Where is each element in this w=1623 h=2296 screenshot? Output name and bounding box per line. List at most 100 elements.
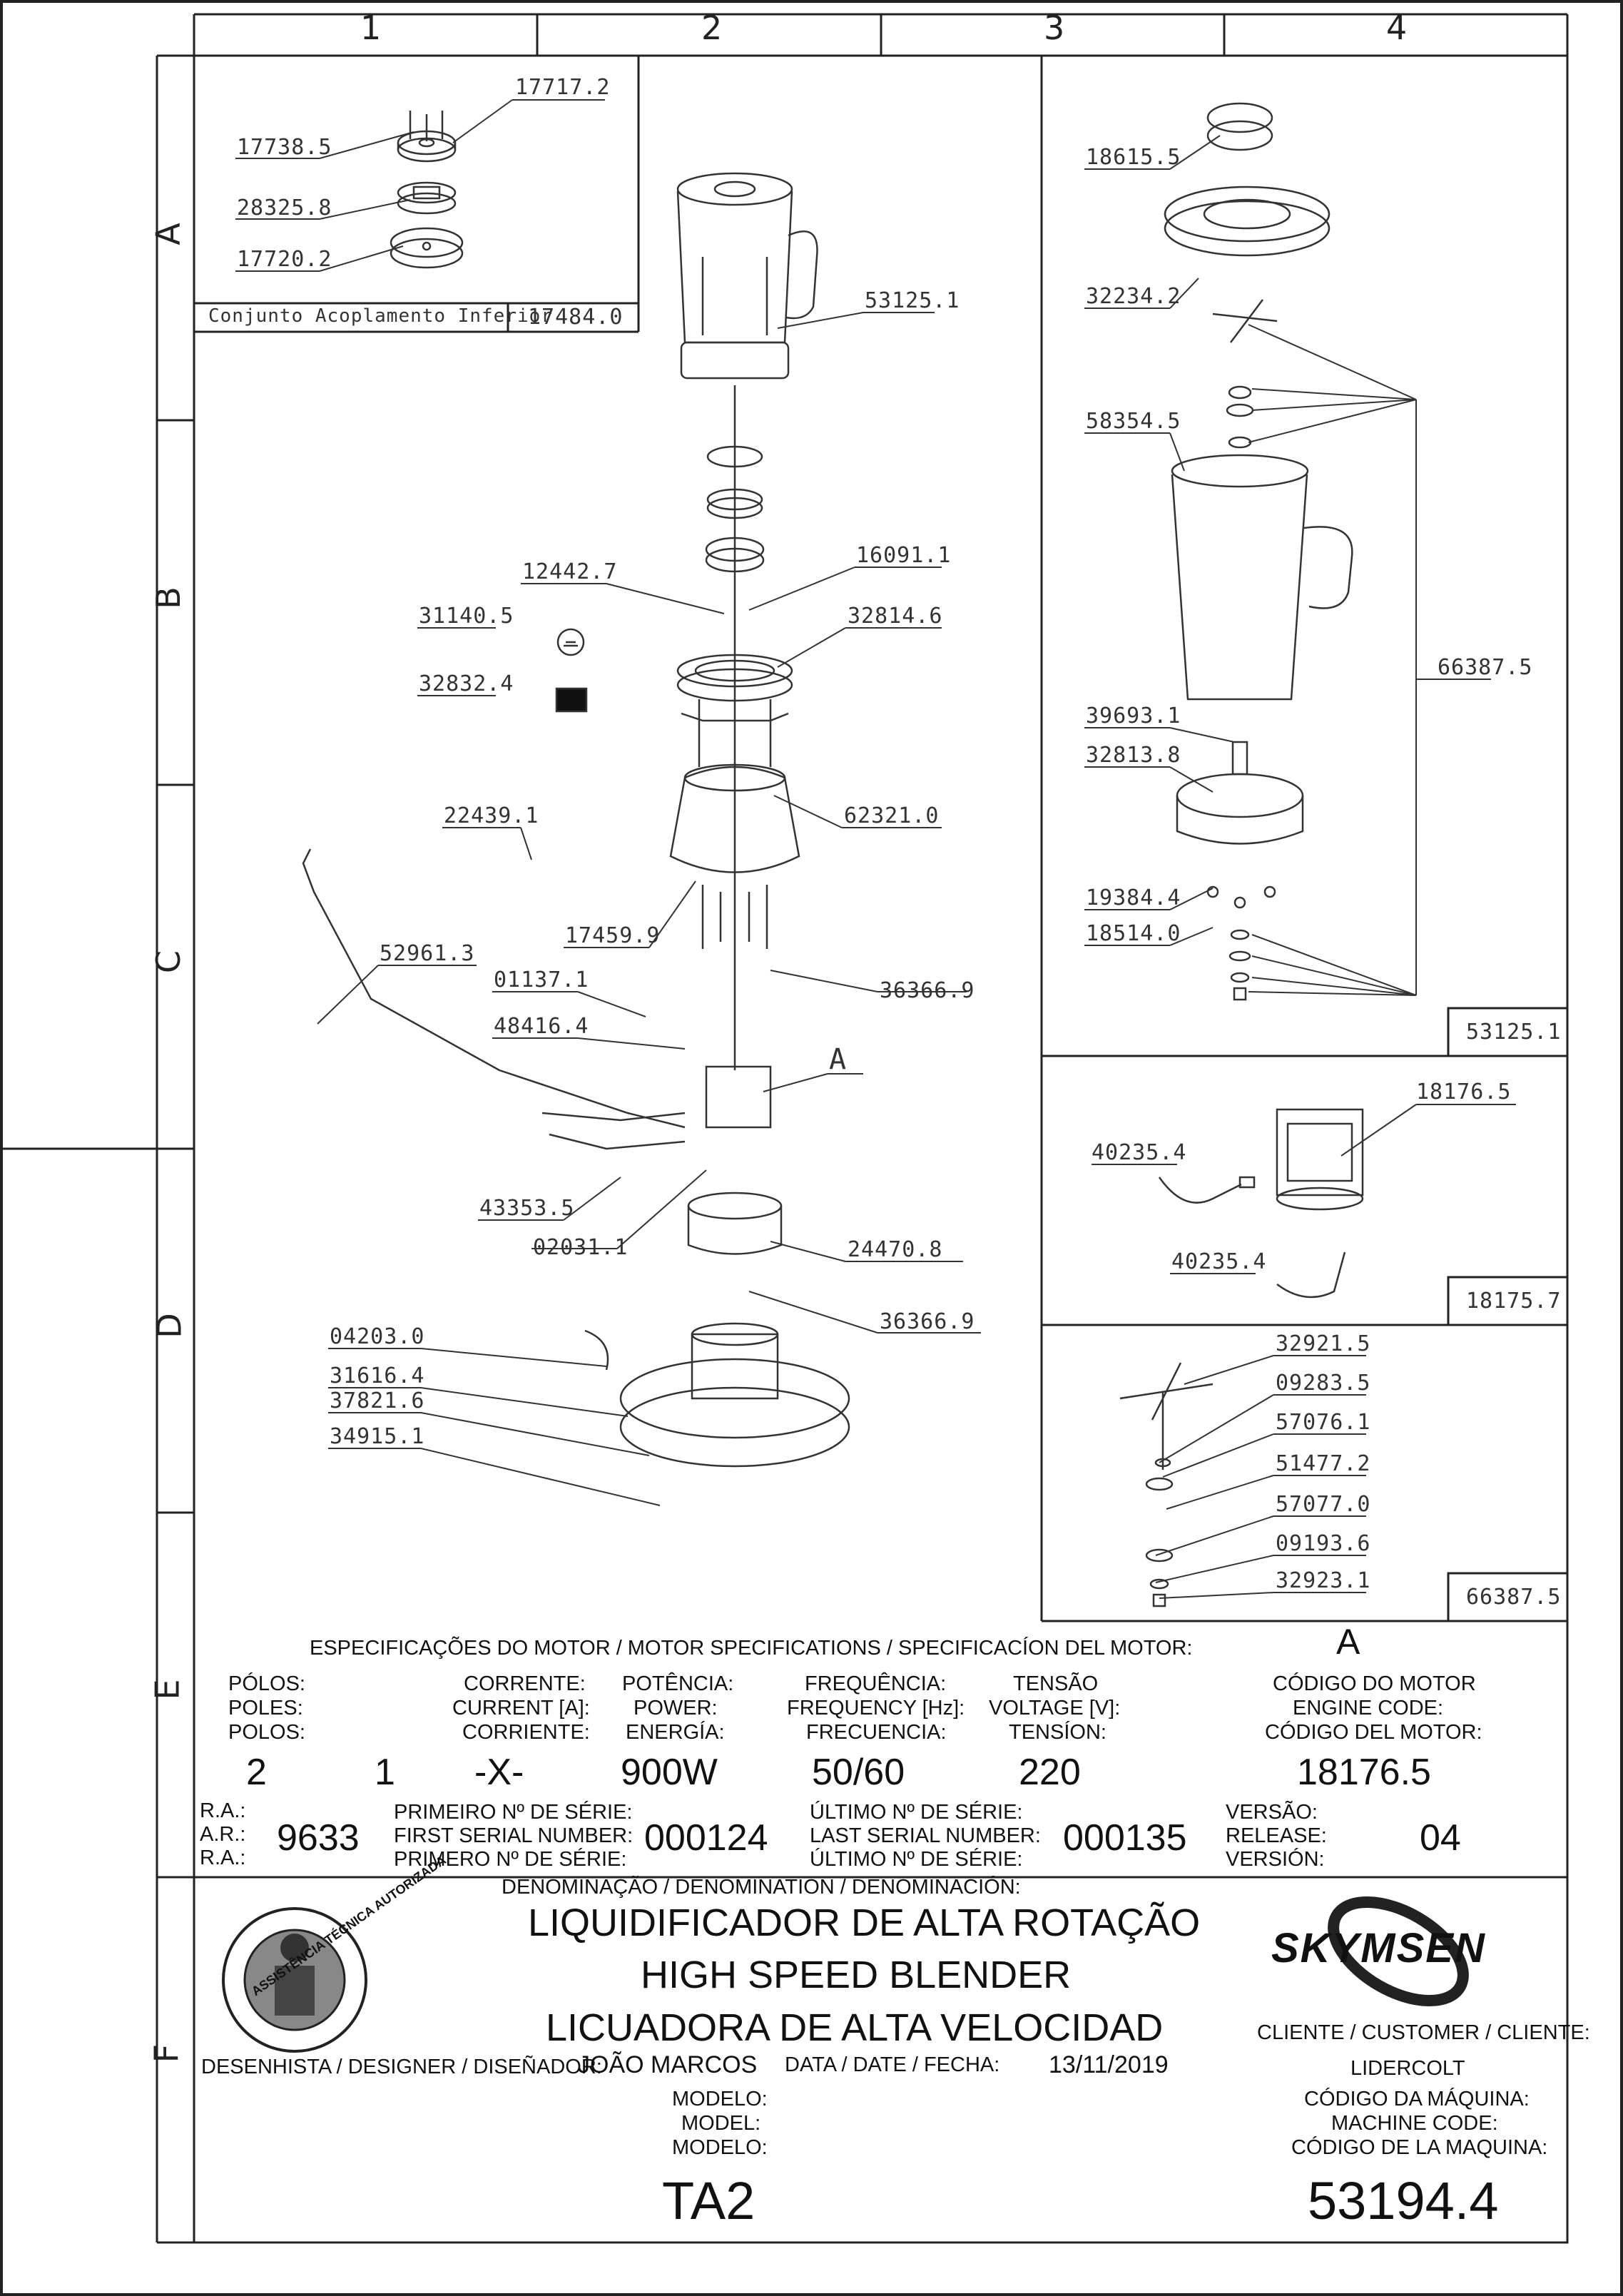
part-48416-4: 48416.4 [494,1014,589,1039]
part-62321-0: 62321.0 [844,803,940,828]
specs-heading: ESPECIFICAÇÕES DO MOTOR / MOTOR SPECIFIC… [310,1637,1193,1660]
engine-code-label-pt: CÓDIGO DO MOTOR [1273,1672,1476,1695]
subassembly-code: 17484.0 [528,305,624,330]
customer-name: LIDERCOLT [1350,2057,1465,2080]
column-label-1: 1 [360,9,382,47]
jar-assembly-code: 53125.1 [1466,1020,1562,1045]
part-17720-2: 17720.2 [237,247,332,272]
frequency-value: 50/60 [812,1752,905,1793]
part-28325-8: 28325.8 [237,195,332,220]
motor-drawing [1158,1108,1364,1299]
part-40235-4-upper: 40235.4 [1092,1140,1187,1165]
part-18514-0: 18514.0 [1086,921,1181,946]
blade-assembly-code: 66387.5 [1466,1585,1562,1610]
last-serial-label-pt: ÚLTIMO Nº DE SÉRIE: [810,1801,1023,1824]
denomination-label: DENOMINAÇÃO / DENOMINATION / DENOMINACIÓ… [502,1876,1021,1899]
last-serial-label-es: ÚLTIMO Nº DE SÉRIE: [810,1848,1023,1871]
part-17738-5: 17738.5 [237,135,332,160]
version-label-es: VERSIÓN: [1226,1848,1325,1871]
ra-label-2: A.R.: [200,1823,246,1846]
part-17459-9: 17459.9 [565,923,661,948]
current-value: -X- [474,1752,524,1793]
denomination-es: LICUADORA DE ALTA VELOCIDAD [546,2006,1164,2049]
last-serial-value: 000135 [1063,1817,1187,1859]
machine-code-label-pt: CÓDIGO DA MÁQUINA: [1304,2088,1530,2110]
part-58354-5: 58354.5 [1086,409,1181,434]
poles-value: 2 [246,1752,267,1793]
part-43353-5: 43353.5 [479,1196,575,1221]
part-40235-4-lower: 40235.4 [1171,1249,1267,1274]
current-label-en: CURRENT [A]: [452,1697,590,1720]
row-label-d: D [150,1313,189,1339]
part-02031-1: 02031.1 [533,1235,629,1260]
ra-value: 9633 [277,1817,360,1859]
specs-detail-letter: A [1336,1622,1360,1662]
date-value: 13/11/2019 [1049,2051,1169,2078]
customer-label: CLIENTE / CUSTOMER / CLIENTE: [1257,2021,1590,2044]
part-32813-8: 32813.8 [1086,743,1181,768]
voltage-label-pt: TENSÃO [1013,1672,1099,1695]
first-serial-label-en: FIRST SERIAL NUMBER: [394,1824,634,1847]
power-label-en: POWER: [634,1697,718,1720]
part-37821-6: 37821.6 [330,1388,425,1413]
first-serial-label-pt: PRIMEIRO Nº DE SÉRIE: [394,1801,633,1824]
row-label-c: C [149,950,188,974]
denomination-pt: LIQUIDIFICADOR DE ALTA ROTAÇÃO [528,1901,1201,1944]
part-52961-3: 52961.3 [380,941,475,966]
part-01137-1: 01137.1 [494,967,589,992]
voltage-label-en: VOLTAGE [V]: [989,1697,1121,1720]
part-22439-1: 22439.1 [444,803,539,828]
assistencia-tecnica-seal [222,1907,367,2053]
jar-assembly-drawing [1164,102,1353,1001]
power-value: 900W [621,1752,718,1793]
detail-a-marker: A [829,1043,848,1076]
power-label-pt: POTÊNCIA: [622,1672,734,1695]
current-label-es: CORRIENTE: [462,1721,590,1744]
part-32832-4: 32832.4 [419,671,514,696]
machine-code-label-en: MACHINE CODE: [1331,2112,1498,2135]
part-04203-0: 04203.0 [330,1324,425,1349]
part-34915-1: 34915.1 [330,1424,425,1449]
part-53125-1: 53125.1 [865,288,960,313]
engine-code-label-en: ENGINE CODE: [1293,1697,1444,1720]
poles-label-pt: PÓLOS: [228,1672,305,1695]
designer-label: DESENHISTA / DESIGNER / DISEÑADOR: [201,2056,602,2078]
part-32234-2: 32234.2 [1086,284,1181,309]
current-label-pt: CORRENTE: [464,1672,586,1695]
machine-code-label-es: CÓDIGO DE LA MAQUINA: [1291,2136,1548,2159]
version-label-en: RELEASE: [1226,1824,1327,1847]
power-label-es: ENERGÍA: [626,1721,725,1744]
part-18615-5: 18615.5 [1086,145,1181,170]
part-12442-7: 12442.7 [522,559,618,584]
column-label-3: 3 [1044,9,1065,47]
model-label-es: MODELO: [672,2136,768,2159]
part-09193-6: 09193.6 [1276,1531,1371,1556]
brand-logo: SKYMSEN [1271,1925,1486,1971]
first-serial-value: 000124 [644,1817,768,1859]
part-57077-0: 57077.0 [1276,1492,1371,1517]
blade-drawing [1119,1362,1214,1607]
date-label: DATA / DATE / FECHA: [785,2053,1000,2076]
voltage-label-es: TENSÍON: [1009,1721,1106,1744]
subassembly-title: Conjunto Acoplamento Inferior [208,305,553,327]
part-32814-6: 32814.6 [848,604,943,629]
part-51477-2: 51477.2 [1276,1451,1371,1476]
poles-second-value: 1 [375,1752,395,1793]
column-label-4: 4 [1386,9,1408,47]
frequency-label-en: FREQUENCY [Hz]: [787,1697,965,1720]
part-36366-9-lower: 36366.9 [880,1309,975,1334]
column-label-2: 2 [701,9,723,47]
part-36366-9-upper: 36366.9 [880,978,975,1003]
coupling-subassembly-drawing [390,111,464,269]
model-value: TA2 [662,2171,755,2230]
poles-label-es: POLOS: [228,1721,305,1744]
frequency-label-es: FRECUENCIA: [806,1721,947,1744]
part-09283-5: 09283.5 [1276,1371,1371,1396]
part-31140-5: 31140.5 [419,604,514,629]
version-value: 04 [1420,1817,1461,1859]
part-24470-8: 24470.8 [848,1237,943,1262]
main-blender-drawing [302,172,850,1468]
part-18176-5: 18176.5 [1416,1080,1512,1104]
